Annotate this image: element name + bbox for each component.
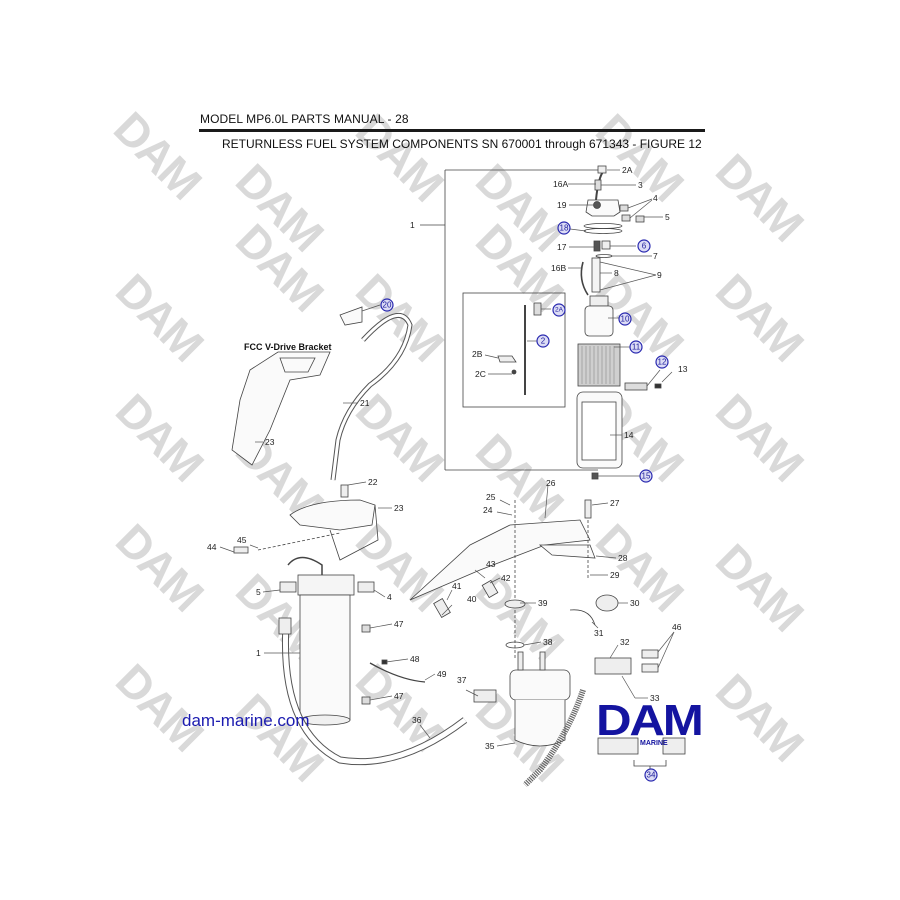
label-45: 45 <box>237 535 247 545</box>
callout-34: 34 <box>644 768 658 782</box>
label-29: 29 <box>610 570 620 580</box>
svg-text:12: 12 <box>658 358 667 367</box>
svg-text:6: 6 <box>642 242 647 251</box>
svg-text:18: 18 <box>560 224 569 233</box>
callout-20: 20 <box>380 298 394 312</box>
label-1: 1 <box>410 220 415 230</box>
label-40: 40 <box>467 594 477 604</box>
callout-18: 18 <box>557 221 571 235</box>
label-48: 48 <box>410 654 420 664</box>
label-9: 9 <box>657 270 662 280</box>
header-divider <box>199 129 705 132</box>
label-4: 4 <box>387 592 392 602</box>
label-33: 33 <box>650 693 660 703</box>
label-42: 42 <box>501 573 511 583</box>
label-23: 23 <box>394 503 404 513</box>
label-2c: 2C <box>475 369 486 379</box>
callout-2: 2 <box>536 334 550 348</box>
label-35: 35 <box>485 741 495 751</box>
label-22: 22 <box>368 477 378 487</box>
label-14: 14 <box>624 430 634 440</box>
label-31: 31 <box>594 628 604 638</box>
svg-text:10: 10 <box>621 315 630 324</box>
label-28: 28 <box>618 553 628 563</box>
label-38: 38 <box>543 637 553 647</box>
label-39: 39 <box>538 598 548 608</box>
label-30: 30 <box>630 598 640 608</box>
label-49: 49 <box>437 669 447 679</box>
label-4: 4 <box>653 193 658 203</box>
label-24: 24 <box>483 505 493 515</box>
label-47: 47 <box>394 619 404 629</box>
label-37: 37 <box>457 675 467 685</box>
callout-12: 12 <box>655 355 669 369</box>
label-36: 36 <box>412 715 422 725</box>
label-27: 27 <box>610 498 620 508</box>
label-41: 41 <box>452 581 462 591</box>
label-8: 8 <box>614 268 619 278</box>
label-17: 17 <box>557 242 567 252</box>
callout-6: 6 <box>637 239 651 253</box>
label-2a: 2A <box>622 165 633 175</box>
site-link[interactable]: dam-marine.com <box>182 711 310 730</box>
svg-text:15: 15 <box>642 472 651 481</box>
part-labels: 1 2A 16A 3 4 19 5 17 7 16B 8 9 2B 2C 13 … <box>207 165 688 751</box>
label-1: 1 <box>256 648 261 658</box>
fcc-v-drive-bracket-label: FCC V-Drive Bracket <box>244 342 332 352</box>
label-2b: 2B <box>472 349 483 359</box>
group-bracket <box>444 169 598 471</box>
label-46: 46 <box>672 622 682 632</box>
label-7: 7 <box>653 251 658 261</box>
label-44: 44 <box>207 542 217 552</box>
label-5: 5 <box>665 212 670 222</box>
svg-text:2A: 2A <box>555 307 564 314</box>
callout-15: 15 <box>639 469 653 483</box>
figure-title: RETURNLESS FUEL SYSTEM COMPONENTS SN 670… <box>222 137 702 151</box>
label-23: 23 <box>265 437 275 447</box>
label-26: 26 <box>546 478 556 488</box>
svg-text:34: 34 <box>647 771 656 780</box>
label-43: 43 <box>486 559 496 569</box>
dam-logo: DAM <box>596 696 704 745</box>
label-16a: 16A <box>553 179 568 189</box>
callout-2a: 2A <box>552 303 566 317</box>
dam-logo-subtitle: MARINE <box>640 740 668 747</box>
callout-11: 11 <box>629 340 643 354</box>
label-25: 25 <box>486 492 496 502</box>
circled-callouts: 18 6 2A 2 10 11 12 15 20 34 <box>380 221 669 782</box>
label-32: 32 <box>620 637 630 647</box>
label-21: 21 <box>360 398 370 408</box>
label-5: 5 <box>256 587 261 597</box>
callout-10: 10 <box>618 312 632 326</box>
label-3: 3 <box>638 180 643 190</box>
inset-box-wiring <box>462 292 566 408</box>
manual-title: MODEL MP6.0L PARTS MANUAL - 28 <box>200 112 409 126</box>
label-16b: 16B <box>551 263 566 273</box>
label-19: 19 <box>557 200 567 210</box>
label-47: 47 <box>394 691 404 701</box>
label-13: 13 <box>678 364 688 374</box>
svg-text:2: 2 <box>541 337 546 346</box>
svg-text:11: 11 <box>632 343 641 352</box>
svg-text:20: 20 <box>383 301 392 310</box>
